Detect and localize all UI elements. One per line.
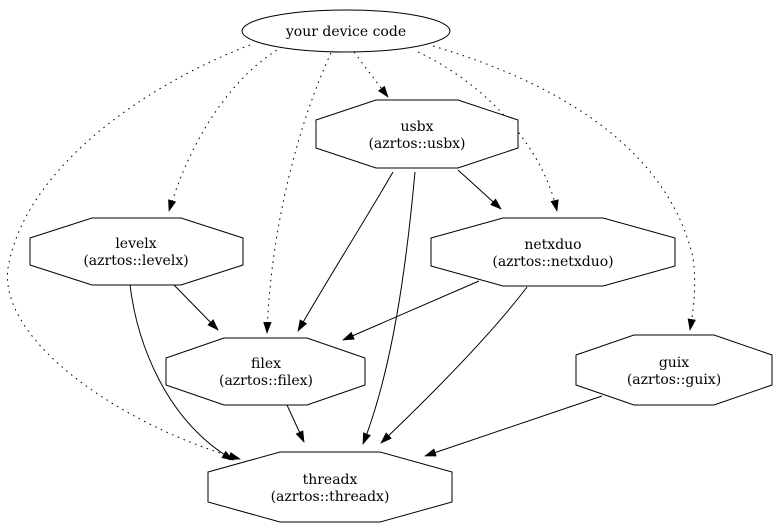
- node-label: threadx: [303, 472, 358, 488]
- node-usbx: usbx (azrtos::usbx): [315, 99, 519, 169]
- edges: [7, 44, 696, 461]
- node-filex: filex (azrtos::filex): [165, 337, 366, 406]
- octagon-shape: [29, 217, 244, 286]
- octagon-shape: [165, 337, 366, 406]
- node-netxduo: netxduo (azrtos::netxduo): [430, 217, 676, 287]
- edge-levelx-filex: [173, 284, 219, 331]
- node-label: levelx: [115, 236, 156, 252]
- edge-levelx-threadx: [129, 284, 234, 461]
- edge-device-netxduo: [417, 51, 559, 212]
- ellipse-shape: [241, 9, 451, 53]
- node-threadx: threadx (azrtos::threadx): [207, 451, 453, 523]
- node-sublabel: (azrtos::filex): [219, 373, 313, 389]
- node-label: guix: [659, 355, 689, 371]
- edge-device-usbx: [353, 51, 389, 98]
- edge-device-guix: [432, 45, 696, 331]
- edge-device-filex: [263, 52, 332, 334]
- node-your-device-code: your device code: [241, 9, 451, 53]
- octagon-shape: [430, 217, 676, 287]
- octagon-shape: [315, 99, 519, 169]
- node-label: netxduo: [524, 237, 581, 253]
- edge-usbx-filex: [297, 171, 394, 332]
- octagon-shape: [207, 451, 453, 523]
- node-label: usbx: [400, 119, 433, 135]
- node-sublabel: (azrtos::threadx): [271, 489, 390, 505]
- node-levelx: levelx (azrtos::levelx): [29, 217, 244, 286]
- edge-netxduo-filex: [342, 280, 480, 341]
- node-guix: guix (azrtos::guix): [575, 334, 773, 406]
- node-sublabel: (azrtos::guix): [627, 372, 721, 388]
- edge-usbx-threadx: [362, 171, 416, 445]
- edge-filex-threadx: [286, 404, 305, 443]
- node-sublabel: (azrtos::usbx): [368, 136, 465, 152]
- edge-device-levelx: [168, 46, 283, 212]
- node-sublabel: (azrtos::levelx): [83, 253, 188, 269]
- edge-usbx-netxduo: [457, 169, 502, 210]
- node-sublabel: (azrtos::netxduo): [492, 254, 613, 270]
- edge-device-threadx: [7, 44, 251, 461]
- edge-guix-threadx: [424, 395, 603, 457]
- edge-netxduo-threadx: [380, 286, 528, 444]
- nodes: your device code usbx (azrtos::usbx) lev…: [29, 9, 773, 523]
- octagon-shape: [575, 334, 773, 406]
- node-label: your device code: [285, 24, 406, 40]
- node-label: filex: [251, 356, 281, 372]
